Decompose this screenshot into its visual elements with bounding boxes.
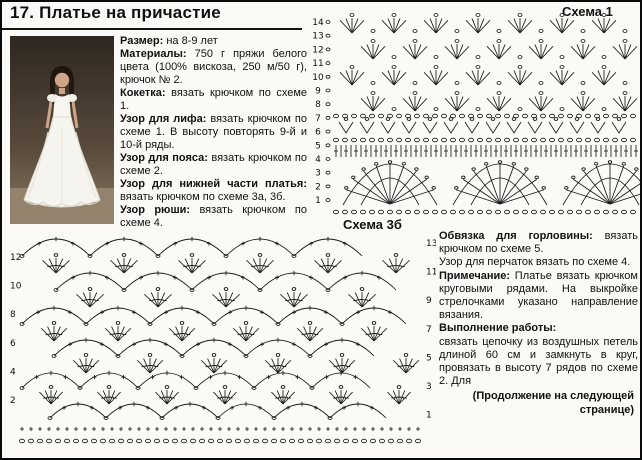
row-number: 10 [312, 73, 324, 83]
instructions-column: Обвязка для горловины: вязать крючком по… [439, 230, 638, 417]
note-label: Примечание: [439, 269, 511, 282]
row-number: 12 [10, 253, 21, 263]
info-size-text: на 8-9 лет [163, 35, 218, 47]
row-number: 8 [315, 100, 321, 110]
row-number: 13 [426, 239, 436, 249]
info-skirt-pattern: Узор для нижней части платья: вязать крю… [120, 178, 307, 204]
info-materials: Материалы: 750 г пряжи белого цвета (100… [120, 48, 307, 87]
info-yoke-label: Кокетка: [120, 87, 166, 99]
work-instructions-heading: Выполнение работы: [439, 322, 638, 335]
info-materials-label: Материалы: [120, 48, 187, 60]
info-bodice-label: Узор для лифа: [120, 113, 207, 125]
neckline-edging-label: Обвязка для горловины: [439, 230, 593, 242]
row-number: 12 [312, 45, 323, 55]
row-number: 11 [426, 268, 436, 278]
page-title: 17. Платье на причастие [10, 3, 221, 22]
row-number: 7 [426, 325, 432, 335]
row-number: 5 [315, 141, 321, 151]
info-ruffle-label: Узор рюши: [120, 204, 191, 216]
info-ruffle-pattern: Узор рюши: вязать крючком по схеме 4. [120, 204, 307, 230]
row-number: 1 [315, 196, 321, 206]
row-number: 5 [426, 353, 432, 363]
scheme-3b-crochet-chart: 13 11 9 7 5 3 1 12 10 8 6 4 2 [10, 236, 436, 444]
girl-in-white-dress-illustration [10, 36, 114, 224]
work-text: связать цепочку из воздушных петель длин… [439, 335, 638, 388]
neckline-edging: Обвязка для горловины: вязать крючком по… [439, 230, 638, 256]
row-number: 13 [312, 32, 323, 42]
neckline-edging-text: вязать крючком по схеме 5. [439, 230, 638, 256]
row-number: 3 [315, 169, 321, 179]
row-number: 10 [10, 282, 22, 292]
work-heading-label: Выполнение работы: [439, 322, 557, 335]
gloves-pattern-text: Узор для перчаток вязать по схеме 4. [439, 256, 631, 269]
info-belt-pattern: Узор для пояса: вязать крючком по схеме … [120, 152, 307, 178]
info-bodice-text: вязать крючком по схеме 1. В высоту повт… [120, 113, 307, 151]
row-number: 7 [315, 114, 321, 124]
info-size-label: Размер: [120, 35, 164, 47]
info-materials-text: 750 г пряжи белого цвета (100% вискоза, … [120, 48, 307, 86]
note-text: Платье вязать крючком круговыми рядами. … [439, 269, 638, 322]
work-instructions-text: связать цепочку из воздушных петель длин… [439, 336, 638, 389]
row-number: 11 [312, 59, 323, 69]
title-divider [2, 28, 302, 30]
info-yoke-text: вязать крючком по схеме 1. [120, 87, 307, 112]
continuation-text: (Продолжение на следующей странице) [472, 390, 634, 416]
scheme-3b-label: Схема 3б [343, 217, 402, 232]
info-ruffle-text: вязать крючком по схеме 4. [120, 204, 307, 229]
info-skirt-text: вязать крючком по схеме 3а, 3б. [120, 191, 286, 203]
info-size: Размер: на 8-9 лет [120, 35, 307, 48]
info-belt-label: Узор для пояса: [120, 152, 208, 164]
gloves-pattern: Узор для перчаток вязать по схеме 4. [439, 256, 638, 269]
row-number: 1 [426, 411, 432, 421]
row-number: 9 [315, 87, 321, 97]
row-number: 8 [10, 310, 16, 320]
info-yoke: Кокетка: вязать крючком по схеме 1. [120, 87, 307, 113]
note: Примечание: Платье вязать крючком кругов… [439, 270, 638, 323]
row-number: 9 [426, 296, 432, 306]
info-belt-text: вязать крючком по схеме 2. [120, 152, 307, 177]
continuation-note: (Продолжение на следующей странице) [439, 390, 638, 416]
row-number: 14 [312, 18, 324, 28]
info-skirt-label: Узор для нижней части платья: [120, 178, 307, 190]
dress-photo [10, 36, 114, 224]
row-number: 2 [10, 396, 16, 406]
row-number: 6 [315, 128, 321, 138]
row-number: 4 [315, 155, 321, 165]
row-number: 2 [315, 182, 321, 192]
pattern-info: Размер: на 8-9 лет Материалы: 750 г пряж… [120, 35, 307, 230]
row-number: 4 [10, 367, 16, 377]
scheme-1-label: Схема 1 [562, 4, 613, 19]
scheme-1-crochet-chart: 14 13 12 11 10 9 8 7 6 5 4 3 2 1 [312, 13, 640, 215]
info-bodice-pattern: Узор для лифа: вязать крючком по схеме 1… [120, 113, 307, 152]
row-number: 6 [10, 339, 16, 349]
row-number: 3 [426, 382, 432, 392]
